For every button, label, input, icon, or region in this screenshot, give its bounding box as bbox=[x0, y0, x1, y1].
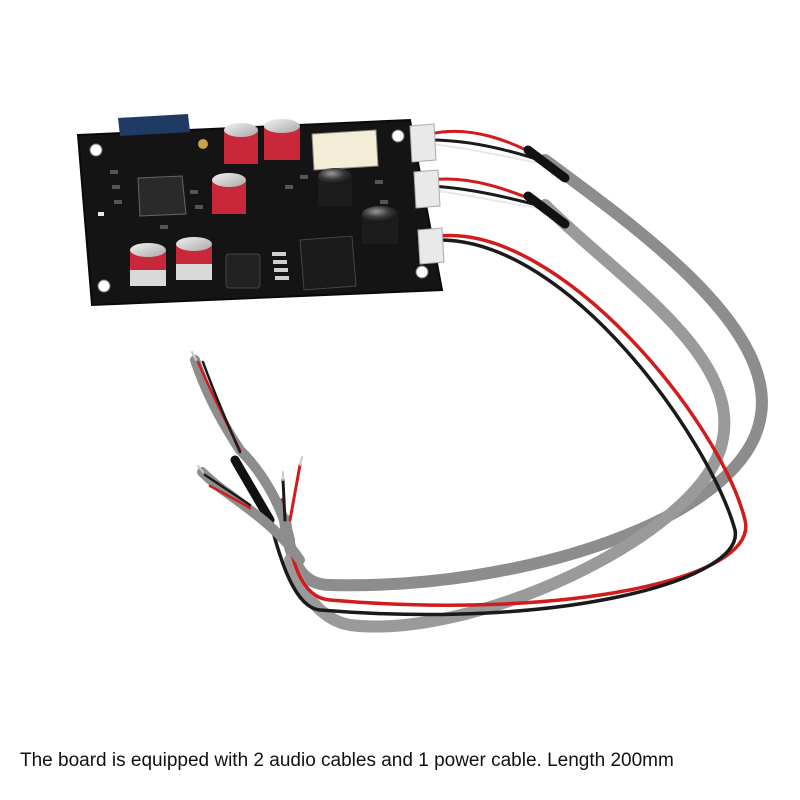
capacitor-red-2 bbox=[264, 119, 300, 160]
capacitor-red-5 bbox=[176, 237, 212, 280]
power-wire-black bbox=[268, 238, 737, 617]
caption-text: The board is equipped with 2 audio cable… bbox=[20, 750, 674, 771]
connector-power bbox=[417, 227, 445, 265]
capacitor-black-1 bbox=[318, 168, 352, 206]
pcb-board bbox=[76, 114, 445, 307]
capacitor-black-2 bbox=[362, 206, 398, 244]
cable-bundle bbox=[190, 129, 768, 633]
connector-audio-1 bbox=[409, 123, 437, 163]
audio-cable-2 bbox=[284, 199, 731, 633]
capacitor-red-4 bbox=[130, 243, 166, 286]
capacitor-red-3 bbox=[212, 173, 246, 214]
capacitor-red-1 bbox=[224, 123, 258, 164]
audio-cable-1 bbox=[279, 154, 768, 592]
connector-audio-2 bbox=[413, 169, 441, 209]
product-photo bbox=[76, 114, 768, 633]
